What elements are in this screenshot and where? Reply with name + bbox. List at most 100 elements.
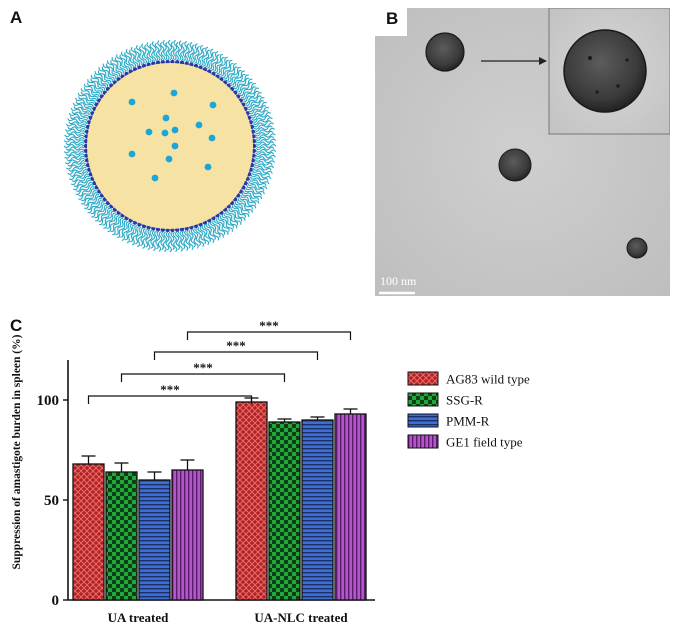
lipid-tail	[255, 133, 276, 139]
lipid-tail	[71, 173, 90, 183]
lipid-tail	[112, 217, 124, 236]
lipid-tail	[135, 226, 142, 245]
lipid-tail	[107, 60, 121, 77]
lipid-tail	[94, 74, 109, 87]
lipid-tail	[181, 230, 189, 251]
lipid-tail	[129, 224, 138, 243]
lipid-tail	[229, 70, 242, 85]
lipid-tail	[131, 225, 140, 246]
drug-dot	[170, 89, 178, 97]
lipid-tail	[200, 46, 209, 67]
lipid-tail	[253, 122, 274, 130]
lipid-tail	[87, 79, 104, 93]
lipid-tail	[219, 215, 233, 232]
lipid-tail	[212, 220, 224, 238]
lipid-tail	[213, 219, 226, 235]
lipid-tail	[254, 160, 273, 166]
lipid-tail	[253, 120, 272, 128]
lipid-tail	[248, 101, 267, 113]
nanoparticle-2	[498, 148, 532, 182]
lipid-tail	[184, 43, 190, 62]
legend-entry: GE1 field type	[446, 435, 523, 450]
lipid-tail	[208, 51, 219, 70]
lipid-tail	[70, 168, 88, 178]
y-tick-label: 100	[37, 393, 60, 409]
lipid-tail	[83, 86, 100, 98]
lipid-tail	[102, 210, 115, 226]
lipid-tail	[121, 222, 132, 241]
legend-swatch	[407, 434, 439, 449]
lipid-tail	[235, 77, 250, 91]
lipid-tail	[86, 82, 103, 94]
bar	[138, 479, 171, 601]
lipid-tail	[68, 121, 87, 127]
lipid-tail	[157, 231, 163, 252]
lipid-tail	[227, 209, 242, 225]
lipid-tail	[248, 180, 268, 190]
lipid-tail	[250, 174, 269, 181]
tem-micrograph: 100 nm	[375, 8, 670, 296]
lipid-tail	[90, 78, 106, 91]
bar	[301, 419, 334, 601]
lipid-tail	[125, 223, 134, 241]
lipid-tail	[103, 212, 117, 229]
y-tick-label: 0	[52, 593, 60, 609]
lipid-tail	[195, 227, 205, 247]
lipid-tail	[66, 155, 86, 162]
lipid-tail	[136, 227, 144, 248]
significance-bracket	[120, 373, 286, 382]
lipid-tail	[128, 49, 139, 67]
lipid-tail	[67, 126, 86, 132]
lipid-tail	[115, 218, 126, 236]
lipid-tail	[218, 59, 230, 76]
lipid-tail	[210, 54, 220, 71]
bars	[72, 397, 367, 601]
lipid-tail	[254, 130, 274, 137]
lipid-tail	[80, 91, 98, 102]
lipid-tail	[174, 231, 181, 251]
lipid-tail	[192, 228, 202, 246]
lipid-tail	[228, 208, 243, 222]
lipid-tail	[196, 44, 204, 65]
lipid-tail	[252, 167, 273, 174]
panel-label-c: C	[10, 316, 23, 335]
drug-dot	[162, 114, 170, 122]
lipid-tail	[239, 196, 257, 209]
lipid-tail	[149, 43, 157, 62]
lipid-tail	[240, 86, 256, 99]
lipid-tail	[199, 226, 210, 246]
lipid-tail	[191, 43, 198, 64]
lipid-tail	[142, 228, 149, 249]
drug-dot	[209, 101, 217, 109]
lipid-tail	[206, 51, 215, 69]
panel-label-b: B	[386, 9, 399, 28]
lipid-tail	[144, 44, 152, 63]
lipid-tail	[63, 138, 85, 144]
lipid-tail	[246, 96, 265, 108]
lipid-tail	[223, 212, 238, 229]
lipid-tail	[126, 224, 136, 244]
lipid-tail	[209, 221, 221, 238]
lipid-tail	[250, 106, 270, 117]
lipid-tail	[75, 97, 94, 108]
lipid-tail	[234, 201, 250, 214]
lipid-tail	[70, 175, 90, 186]
drug-dot	[151, 174, 159, 182]
bar	[268, 421, 301, 601]
significance-brackets: ************	[87, 318, 352, 404]
bar	[72, 463, 105, 601]
lipid-tail	[68, 164, 87, 172]
lipid-tail	[75, 101, 93, 110]
lipid-tail	[189, 44, 195, 63]
lipid-tail	[180, 42, 185, 62]
lipid-tail	[150, 230, 156, 249]
lipid-tail	[248, 178, 267, 187]
lipid-tail	[78, 96, 95, 106]
lipid-tail	[214, 56, 225, 74]
lipid-tail	[64, 128, 86, 134]
significance-bracket	[87, 395, 253, 404]
lipid-tail	[202, 49, 211, 68]
lipid-tail	[246, 184, 265, 195]
lipid-tail	[80, 88, 99, 100]
significance-label: ***	[259, 318, 279, 333]
